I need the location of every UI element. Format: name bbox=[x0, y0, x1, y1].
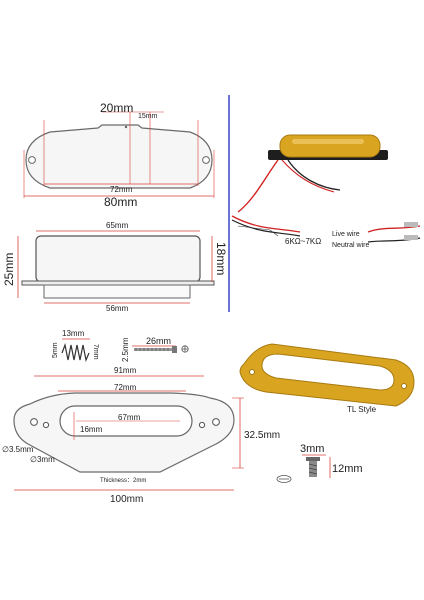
plate-hole-right-large bbox=[212, 418, 220, 426]
plate-height-label: 32.5mm bbox=[244, 430, 280, 441]
plate-hole-right-small bbox=[198, 421, 206, 429]
mount-hole-left bbox=[28, 156, 36, 164]
hole-span-label: 91mm bbox=[114, 366, 137, 375]
ring-hole-left bbox=[249, 369, 255, 375]
spring-coil bbox=[61, 342, 90, 363]
resistance-label: 6KΩ~7KΩ bbox=[285, 237, 321, 246]
neutral-wire-label: Neutral wire bbox=[332, 242, 369, 249]
pickup-cover bbox=[35, 235, 201, 283]
screw-length-label: 26mm bbox=[146, 336, 171, 346]
height-18mm-label: 18mm bbox=[214, 242, 228, 275]
spring-length-label: 13mm bbox=[62, 329, 85, 338]
small-screw-dia-label: 3mm bbox=[300, 443, 324, 455]
ring-hole-right bbox=[401, 383, 407, 389]
pickup-gold-cover bbox=[279, 134, 381, 158]
small-screw-head bbox=[306, 457, 320, 461]
spring-part: 13mm 5mm 7mm bbox=[52, 329, 99, 363]
slot-inner-label: 67mm bbox=[118, 413, 141, 422]
side-pickup-view: 65mm 56mm 25mm 18mm bbox=[2, 221, 228, 313]
small-screw-part: 3mm 12mm bbox=[276, 443, 363, 483]
top-pickup-outline bbox=[25, 124, 213, 189]
height-25mm-label: 25mm bbox=[2, 253, 16, 286]
product-photo: 6KΩ~7KΩ Live wire Neutral wire bbox=[231, 134, 421, 249]
spring-small-label: 5mm bbox=[52, 342, 59, 358]
screw-head bbox=[172, 346, 177, 353]
thickness-label: Thickness：2mm bbox=[100, 478, 146, 484]
tl-style-label: TL Style bbox=[347, 405, 377, 414]
screw-shaft bbox=[134, 348, 174, 351]
length-72mm-label: 72mm bbox=[110, 185, 133, 194]
pickup-bobbin bbox=[43, 284, 191, 299]
spring-height-label: 7mm bbox=[92, 344, 99, 360]
hole-large-label: ∅3.5mm bbox=[2, 445, 34, 454]
hole-small-label: ∅3mm bbox=[30, 455, 55, 464]
length-56mm-label: 56mm bbox=[106, 304, 129, 313]
total-length-label: 100mm bbox=[110, 494, 143, 505]
small-screw-length-label: 12mm bbox=[332, 463, 363, 475]
gold-ring-slot bbox=[261, 353, 395, 391]
plate-hole-left-large bbox=[30, 418, 38, 426]
mount-hole-right bbox=[202, 156, 210, 164]
width-15mm-label: 15mm bbox=[138, 113, 158, 120]
plate-hole-left-small bbox=[42, 421, 50, 429]
pickup-wire-red bbox=[237, 159, 279, 213]
live-wire-label: Live wire bbox=[332, 231, 360, 238]
pickup-wire-black bbox=[287, 159, 341, 191]
screw-part: 26mm 2.5mm bbox=[121, 336, 189, 362]
tl-ring-photo: TL Style bbox=[239, 343, 415, 414]
slot-outer-label: 72mm bbox=[114, 383, 137, 392]
slot-width-label: 16mm bbox=[80, 425, 103, 434]
length-80mm-label: 80mm bbox=[104, 195, 137, 209]
top-pickup-view: 20mm 15mm 72mm 80mm bbox=[23, 101, 215, 209]
pickup-base bbox=[21, 280, 215, 286]
live-wire bbox=[231, 215, 301, 233]
screw-dia-label: 2.5mm bbox=[121, 337, 130, 362]
length-65mm-label: 65mm bbox=[106, 221, 129, 230]
width-20mm-label: 20mm bbox=[100, 101, 133, 115]
mounting-plate-view: 91mm 72mm 67mm 16mm 32.5mm ∅3.5mm ∅3mm T… bbox=[2, 366, 280, 505]
